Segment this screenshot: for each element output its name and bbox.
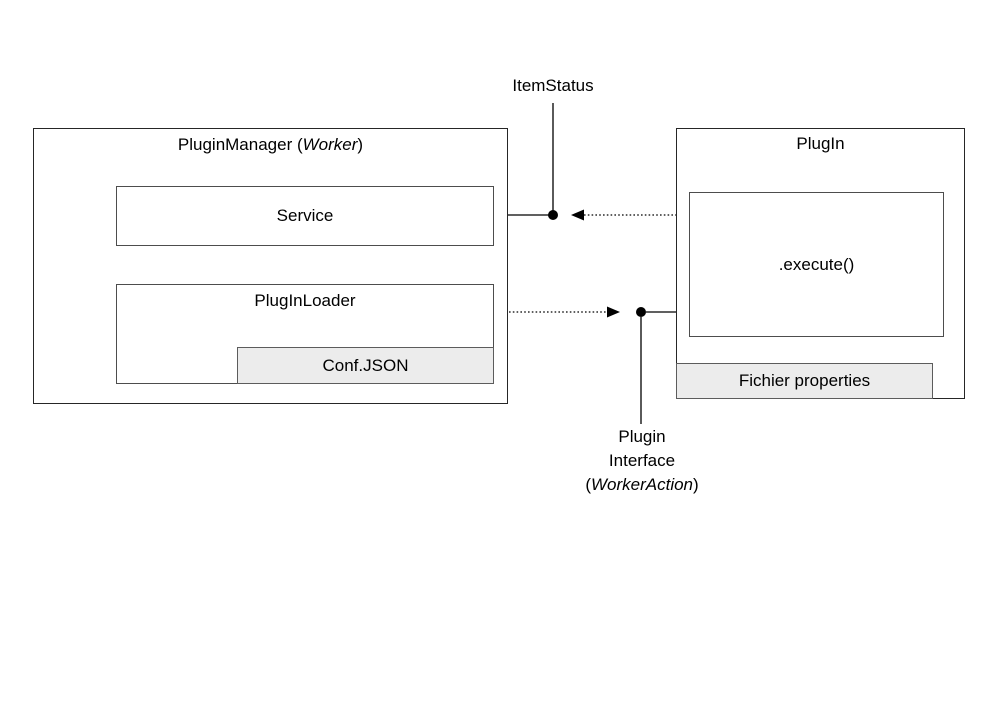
service-box: Service — [116, 186, 494, 246]
execute-label: .execute() — [778, 254, 855, 274]
fichier-properties-box: Fichier properties — [676, 363, 933, 399]
plugin-title: PlugIn — [796, 134, 845, 153]
conf-json-box: Conf.JSON — [237, 347, 494, 384]
plugin-interface-node-dot — [636, 307, 646, 317]
left-arrowhead — [571, 209, 584, 221]
plugin-box: PlugIn .execute() Fichier properties — [676, 128, 965, 399]
plugin-loader-box: PlugInLoader Conf.JSON — [116, 284, 494, 384]
item-status-label: ItemStatus — [512, 76, 594, 95]
plugin-interface-label: Plugin Interface (WorkerAction) — [585, 425, 698, 497]
execute-box: .execute() — [689, 192, 944, 337]
fichier-properties-label: Fichier properties — [738, 371, 871, 390]
plugin-interface-label-line1: Plugin — [618, 427, 666, 446]
plugin-interface-label-line2: Interface — [608, 451, 676, 470]
plugin-manager-box: PluginManager (Worker) Service PlugInLoa… — [33, 128, 508, 404]
item-status-node-dot — [548, 210, 558, 220]
plugin-manager-title: PluginManager (Worker) — [177, 135, 364, 154]
service-label: Service — [276, 206, 334, 225]
conf-json-label: Conf.JSON — [322, 355, 409, 375]
plugin-interface-label-line3: (WorkerAction) — [585, 475, 699, 494]
right-arrowhead — [607, 306, 620, 318]
plugin-loader-title: PlugInLoader — [254, 291, 356, 310]
